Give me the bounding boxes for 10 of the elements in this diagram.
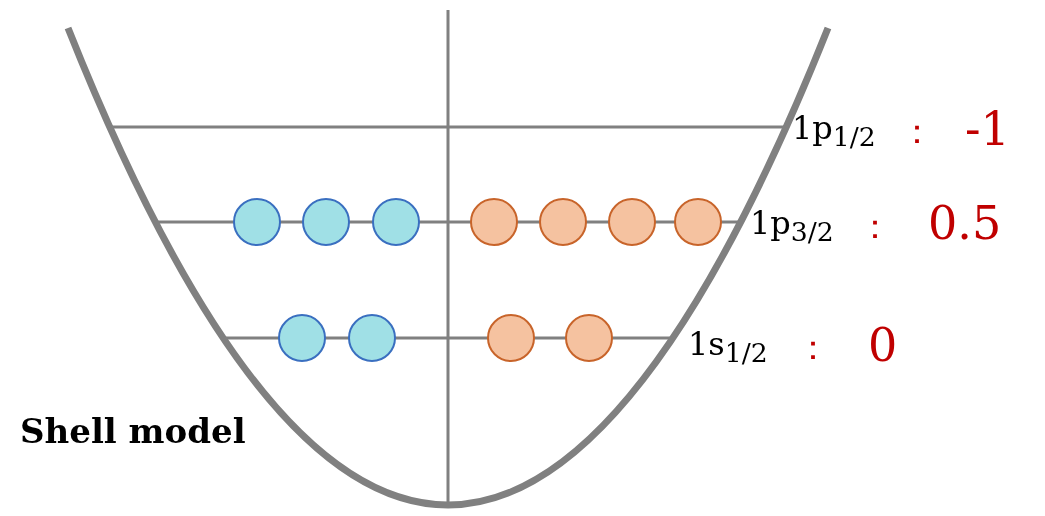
separator-colon: ： bbox=[900, 114, 934, 148]
level-value: -1 bbox=[965, 106, 1010, 152]
model-title: Shell model bbox=[20, 414, 246, 448]
energy-level-label: 1p$_{1/2}$ bbox=[792, 112, 876, 152]
separator-colon: ： bbox=[858, 209, 892, 243]
energy-level-label: 1s$_{1/2}$ bbox=[688, 328, 768, 368]
energy-level-label: 1p$_{3/2}$ bbox=[750, 207, 834, 247]
separator-colon: ： bbox=[796, 330, 830, 364]
level-value: 0.5 bbox=[928, 200, 1002, 246]
level-value: 0 bbox=[868, 322, 898, 368]
